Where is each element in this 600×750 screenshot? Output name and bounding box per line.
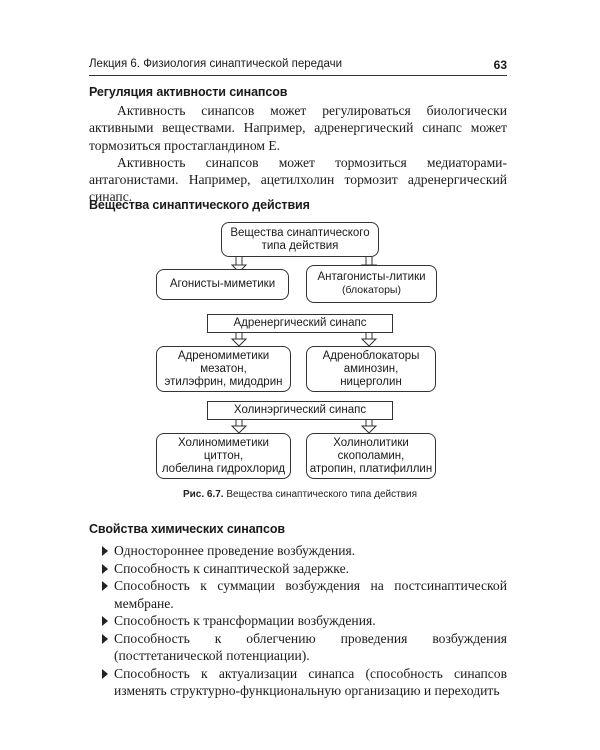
hollow-arrow-icon: [360, 338, 378, 347]
antagonists-box: Антагонисты-литики (блокаторы): [306, 265, 437, 303]
list-item: Одностороннее проведение возбуждения.: [89, 542, 507, 560]
adrenomimetics-box: Адреномиметики мезатон, этилэфрин, мидод…: [156, 346, 291, 392]
page-number: 63: [493, 58, 507, 72]
properties-list: Одностороннее проведение возбуждения. Сп…: [89, 542, 507, 700]
cholinolytics-box: Холинолитики скополамин, атропин, платиф…: [306, 433, 436, 479]
figure-label: Рис. 6.7.: [182, 489, 224, 500]
list-item: Способность к трансформации возбуждения.: [89, 612, 507, 630]
triangle-bullet-icon: [102, 546, 108, 556]
cholinomimetics-box: Холиномиметики циттон, лобелина гидрохло…: [156, 433, 291, 479]
triangle-bullet-icon: [102, 633, 108, 644]
figure-caption-text: Вещества синаптического типа действия: [226, 489, 418, 500]
triangle-bullet-icon: [102, 581, 108, 591]
list-item: Способность к синаптической задержке.: [89, 560, 507, 578]
agonists-box: Агонисты-миметики: [156, 269, 289, 300]
hollow-arrow-icon: [230, 338, 248, 347]
running-title: Лекция 6. Физиология синаптической перед…: [89, 58, 343, 70]
hollow-arrow-icon: [230, 425, 248, 434]
hollow-arrow-icon: [360, 425, 378, 434]
hollow-arrow-icon: [360, 264, 378, 273]
triangle-bullet-icon: [102, 668, 108, 679]
list-item: Способность к актуализации синапса (спос…: [89, 665, 507, 700]
diagram-root-box: Вещества синаптического типа действия: [221, 222, 379, 257]
section-heading-properties: Свойства химических синапсов: [89, 522, 285, 536]
triangle-bullet-icon: [102, 563, 108, 574]
hollow-arrow-icon: [230, 264, 248, 273]
list-item: Способность к облегчению проведения возб…: [89, 630, 507, 665]
adrenoblockers-box: Адреноблокаторы аминозин, ницерголин: [306, 346, 436, 392]
cholinergic-synapse-box: Холинэргический синапс: [207, 401, 393, 420]
running-head: Лекция 6. Физиология синаптической перед…: [89, 58, 507, 74]
regulation-text: Активность синапсов может регулироваться…: [89, 102, 507, 206]
figure-caption: Рис. 6.7. Вещества синаптического типа д…: [0, 489, 600, 500]
paragraph: Активность синапсов может регулироваться…: [89, 103, 507, 153]
paragraph: Активность синапсов может тормозиться ме…: [89, 154, 507, 205]
list-item: Способность к суммации возбуждения на по…: [89, 577, 507, 612]
section-heading-substances: Вещества синаптического действия: [89, 198, 310, 212]
triangle-bullet-icon: [102, 616, 108, 626]
section-heading-regulation: Регуляция активности синапсов: [89, 85, 288, 99]
header-rule: [89, 75, 507, 76]
adrenergic-synapse-box: Адренергический синапс: [207, 314, 393, 333]
